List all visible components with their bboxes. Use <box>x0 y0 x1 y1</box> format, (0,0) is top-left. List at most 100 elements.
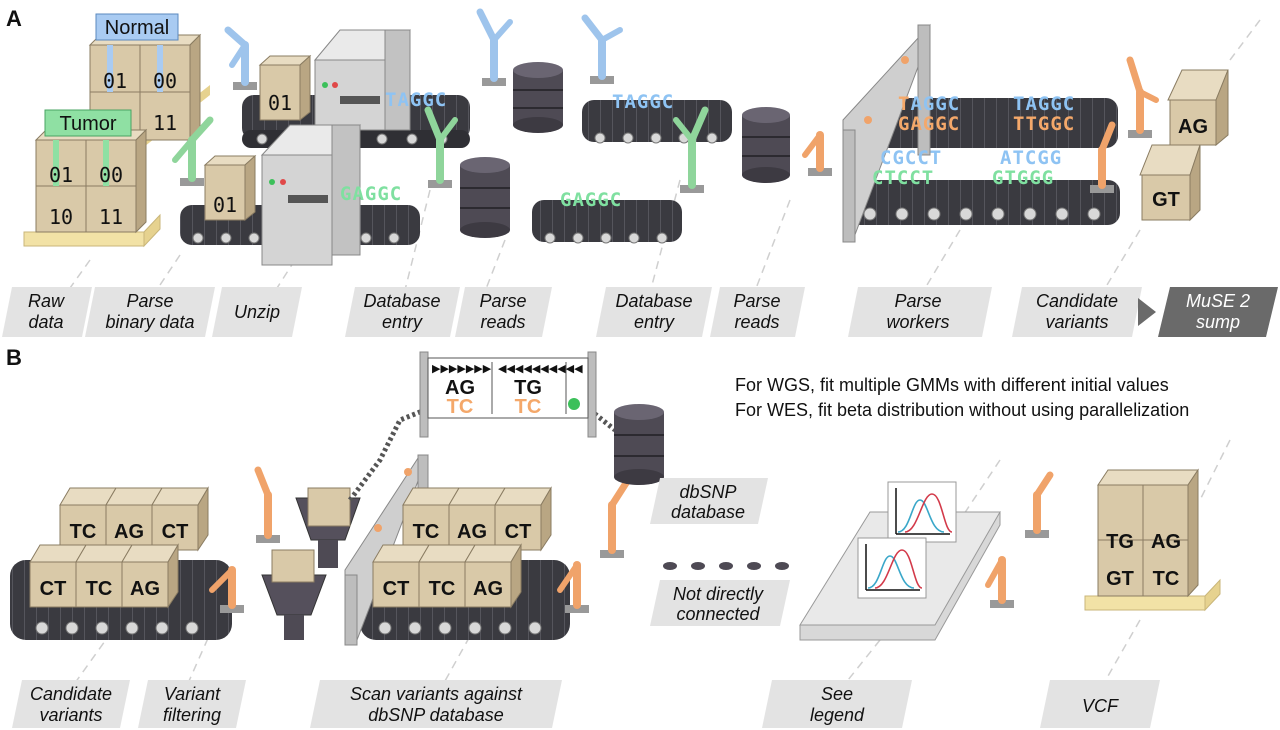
label-raw-data-1: Raw <box>28 291 65 311</box>
database-barrel-top <box>513 62 563 133</box>
panel-letter-a: A <box>6 6 22 31</box>
vcf-box-0: TG <box>1106 531 1134 553</box>
panel-letter-b: B <box>6 345 22 370</box>
seq-bottom-entry: GAGGC <box>340 183 402 205</box>
database-barrel-reads <box>742 107 790 183</box>
unzip-top-label: 01 <box>268 91 292 115</box>
tower-arrows-right: ▶▶▶▶▶▶▶ <box>432 362 492 375</box>
normal-bin-0: 01 <box>103 69 127 93</box>
label-bg-parse-reads-1 <box>455 287 552 337</box>
label-bg-parse-workers <box>848 287 992 337</box>
robot-arm-reads-middle <box>673 106 709 193</box>
tumor-bin-0: 01 <box>49 163 73 187</box>
normal-bin-1: 00 <box>153 69 177 93</box>
tumor-bin-3: 11 <box>99 205 123 229</box>
label-bg-vcf <box>1040 680 1160 728</box>
variant-mid-back-2-label: CT <box>505 521 532 543</box>
variant-box-left-front-0: CT <box>29 544 87 608</box>
robot-arm-db-entry <box>424 106 458 188</box>
database-barrel-bottom <box>460 157 510 238</box>
label-parse-reads-2-1: Parse <box>733 291 780 311</box>
vcf-box-1: AG <box>1151 531 1181 553</box>
variant-left-front-0-label: CT <box>40 578 67 600</box>
label-bg-unzip <box>212 287 302 337</box>
note-wes: For WES, fit beta distribution without u… <box>735 400 1189 420</box>
robot-arm-vcf-bottom <box>985 556 1014 608</box>
variant-box-left-back-0: TC <box>59 487 117 551</box>
variant-mid-back-0-label: TC <box>413 521 440 543</box>
robot-arm-workers-feed <box>802 131 832 176</box>
stage-labels-a: Raw data Parse binary data Unzip Databas… <box>2 287 1278 337</box>
variant-mid-front-1-label: TC <box>429 578 456 600</box>
filter-hopper-top <box>295 487 361 568</box>
tumor-bin-1: 00 <box>99 163 123 187</box>
variant-mid-front-0-label: CT <box>383 578 410 600</box>
label-parse-reads-2-2: reads <box>734 312 779 332</box>
seq-top-reads: TAGGC <box>612 91 674 113</box>
seq-workers-3a: CGCCT <box>880 147 942 169</box>
label-variant-filtering-1: Variant <box>164 684 221 704</box>
label-vcf: VCF <box>1082 696 1119 716</box>
variant-boxes-middle: TC AG CT CT TC AG <box>372 486 552 609</box>
variant-box-left-back-1: AG <box>105 487 163 551</box>
normal-raw-data: Normal 01 00 11 <box>87 13 210 153</box>
not-connected-dots-icon <box>663 562 789 570</box>
robot-arm-output-bottom <box>1090 121 1116 193</box>
output-box-top: AG <box>1167 69 1229 147</box>
robot-arm-reads-top <box>581 14 623 84</box>
unzip-machine-top <box>313 29 412 131</box>
label-bg-variant-filtering <box>138 680 246 728</box>
robot-arm-output-top <box>1126 56 1159 138</box>
label-db-entry-1-1: Database <box>363 291 440 311</box>
output-box-bottom-label: GT <box>1152 189 1180 211</box>
label-variant-filtering-2: filtering <box>163 705 221 725</box>
label-db-entry-2-2: entry <box>634 312 675 332</box>
variant-left-front-1-label: TC <box>86 578 113 600</box>
variant-box-left-back-2: CT <box>151 486 209 552</box>
variant-box-mid-front-1: TC <box>418 544 476 608</box>
legend-dbsnp-1: dbSNP <box>679 482 736 502</box>
variant-mid-front-2-label: AG <box>473 578 503 600</box>
tower-col2-bottom: TC <box>515 396 542 418</box>
output-box-bottom: GT <box>1139 144 1201 222</box>
unzip-box-top: 01 <box>258 54 312 122</box>
robot-arm-filter-bottom <box>209 566 244 613</box>
label-bg-db-entry-2 <box>596 287 712 337</box>
legend-dbsnp-2: database <box>671 502 745 522</box>
label-bg-not-connected <box>650 580 790 626</box>
robot-arm-scan <box>557 561 589 613</box>
seq-top-entry: TAGGC <box>385 89 447 111</box>
seq-bottom-reads: GAGGC <box>560 189 622 211</box>
tumor-tag-label: Tumor <box>59 113 116 135</box>
label-scan-variants-1: Scan variants against <box>350 684 523 704</box>
dbsnp-tower: ▶▶▶▶▶▶▶ ◀◀◀◀◀◀◀◀◀◀ <box>419 351 597 438</box>
seq-workers-3b: ATCGG <box>1000 147 1062 169</box>
unzip-bottom-label: 01 <box>213 193 237 217</box>
label-bg-scan-variants <box>310 680 562 728</box>
label-candidate-variants-b-2: variants <box>39 705 102 725</box>
tower-arrows-left: ◀◀◀◀◀◀◀◀◀◀ <box>498 362 583 375</box>
tumor-bin-2: 10 <box>49 205 73 229</box>
label-bg-candidate-variants-a <box>1012 287 1142 337</box>
label-candidate-variants-a-1: Candidate <box>1036 291 1118 311</box>
variant-left-back-2-label: CT <box>162 521 189 543</box>
label-parse-binary-1: Parse <box>126 291 173 311</box>
label-bg-candidate-variants-b <box>12 680 130 728</box>
variant-box-mid-front-0: CT <box>372 544 430 608</box>
unzip-box-bottom: 01 <box>203 154 257 222</box>
seq-workers-2b: TTGGC <box>1013 113 1075 135</box>
robot-arm-dbsnp <box>600 476 632 558</box>
seq-workers-1b: TAGGC <box>1013 93 1075 115</box>
normal-tag <box>95 13 179 41</box>
label-see-legend-1: See <box>821 684 853 704</box>
label-bg-dbsnp <box>650 478 768 524</box>
unzip-machine-bottom <box>260 124 362 266</box>
gmm-plot-bottom-icon <box>857 537 927 599</box>
robot-arm-filter-top <box>254 466 280 543</box>
variant-box-mid-front-2: AG <box>464 543 522 609</box>
label-parse-binary-2: binary data <box>105 312 194 332</box>
tumor-tag <box>44 109 132 137</box>
variant-left-front-2-label: AG <box>130 578 160 600</box>
label-parse-reads-1-1: Parse <box>479 291 526 311</box>
